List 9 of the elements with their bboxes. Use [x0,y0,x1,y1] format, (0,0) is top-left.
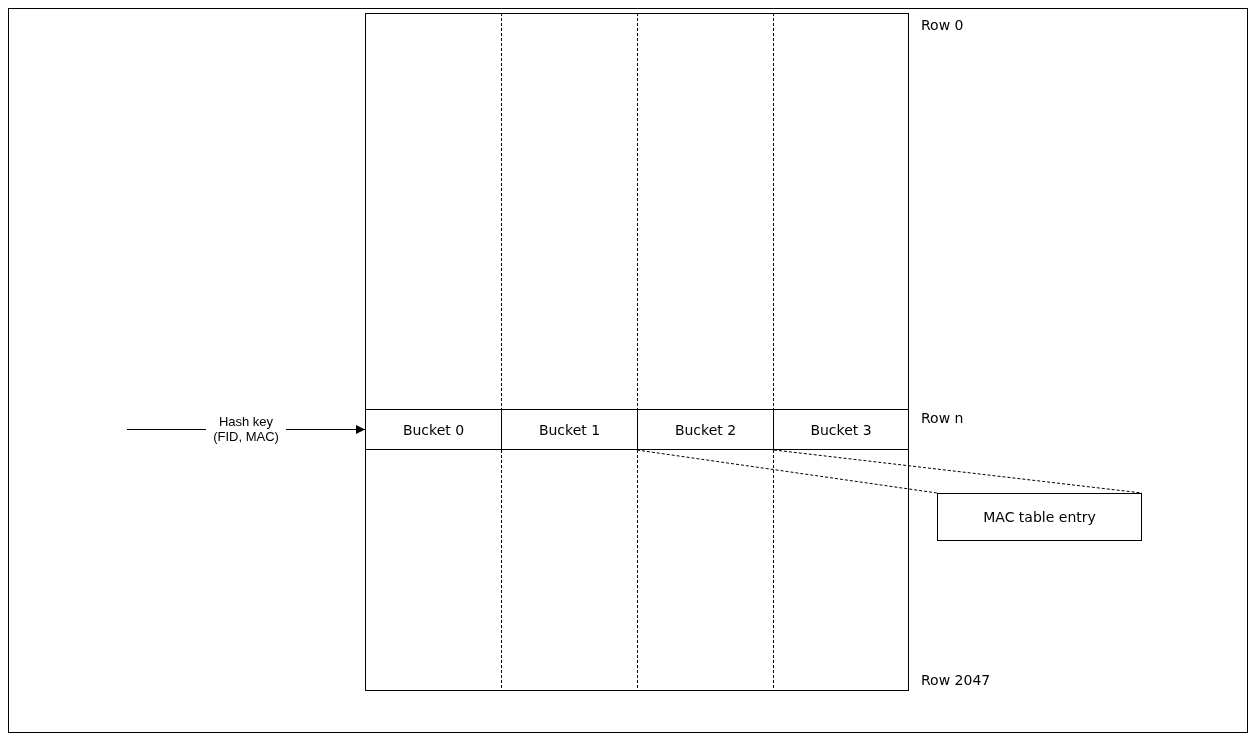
table-grid [365,13,909,691]
bucket-cell: Bucket 0 [365,409,502,450]
row-label: Row 0 [921,17,964,33]
bucket-cell: Bucket 3 [773,409,909,450]
bucket-cell: Bucket 1 [501,409,638,450]
entry-box: MAC table entry [937,493,1142,541]
row-label: Row n [921,410,964,426]
bucket-cell: Bucket 2 [637,409,774,450]
row-label: Row 2047 [921,672,991,688]
